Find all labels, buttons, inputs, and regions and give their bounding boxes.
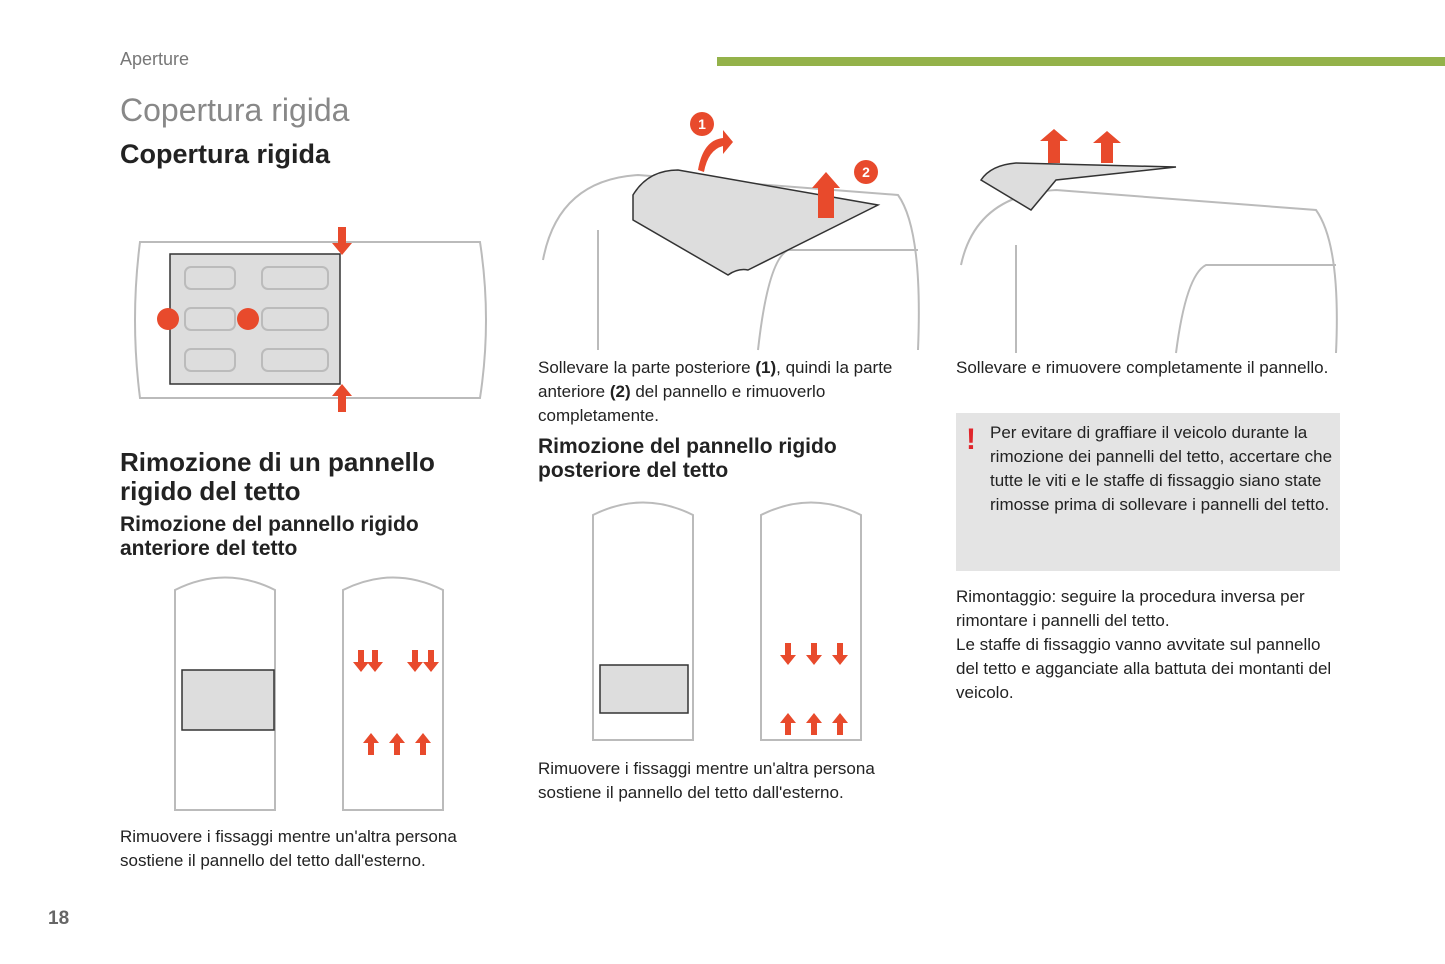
section-label: Aperture <box>120 49 190 69</box>
page-subtitle: Copertura rigida <box>120 139 331 169</box>
step-badge-1: 1 <box>698 116 706 132</box>
brackets-text: Le staffe di fissaggio vanno avvitate su… <box>956 635 1332 702</box>
rear-panel-top-views <box>592 501 862 741</box>
remove-caption: Sollevare e rimuovere completamente il p… <box>956 358 1329 377</box>
warning-text: Per evitare di graffiare il veicolo dura… <box>990 423 1333 514</box>
front-panel-caption: Rimuovere i fissaggi mentre un'altra per… <box>120 827 457 870</box>
reassembly-text: Rimontaggio: seguire la procedura invers… <box>956 587 1305 630</box>
remove-panel-illustration <box>960 129 1338 354</box>
accent-bar <box>717 57 1445 66</box>
warning-icon: ! <box>966 423 976 456</box>
warning-box: ! Per evitare di graffiare il veicolo du… <box>956 413 1340 571</box>
rear-panel-caption: Rimuovere i fissaggi mentre un'altra per… <box>538 759 875 802</box>
ref-2: (2) <box>609 382 631 401</box>
text: Sollevare la parte posteriore <box>538 358 756 377</box>
heading-front-panel: Rimozione del pannello rigido anteriore … <box>120 513 419 560</box>
heading-panel-removal: Rimozione di un pannello rigido del tett… <box>120 447 435 506</box>
lift-panel-illustration: 1 2 <box>542 112 920 351</box>
lift-caption: Sollevare la parte posteriore (1), quind… <box>538 356 908 428</box>
heading-rear-panel: Rimozione del pannello rigido posteriore… <box>538 435 837 482</box>
step-badge-2: 2 <box>862 164 870 180</box>
text: , quindi la parte anteriore <box>538 358 893 401</box>
top-view-roof-illustration <box>134 227 487 412</box>
front-panel-top-views <box>174 576 444 811</box>
page-title: Copertura rigida <box>120 92 350 128</box>
ref-1: (1) <box>755 358 777 377</box>
text: del pannello e rimuoverlo completamente. <box>538 382 826 425</box>
page-number: 18 <box>48 908 70 929</box>
